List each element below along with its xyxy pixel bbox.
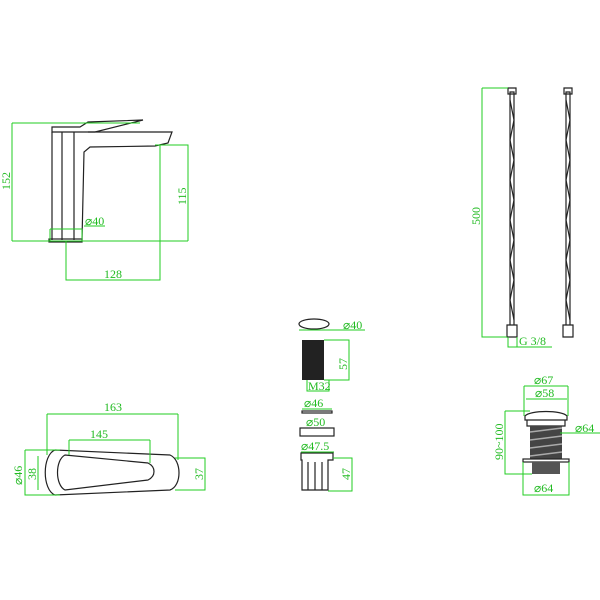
dim-base-diameter: ⌀40 bbox=[85, 214, 104, 228]
dim-nut-height: 47 bbox=[339, 468, 353, 480]
pop-up-waste: ⌀67 ⌀58 ⌀64 90~100 ⌀64 bbox=[492, 373, 600, 496]
dim-washer-top: ⌀40 bbox=[343, 318, 362, 332]
dim-body-diameter: ⌀64 bbox=[575, 421, 594, 435]
dim-cap-inner: ⌀58 bbox=[535, 386, 554, 400]
mounting-kit: ⌀40 57 M32 ⌀46 ⌀50 ⌀47.5 47 bbox=[298, 318, 365, 492]
dim-hose-length: 500 bbox=[469, 207, 483, 225]
dim-nut-diameter: ⌀47.5 bbox=[301, 439, 329, 453]
dim-washer-1: ⌀46 bbox=[304, 396, 323, 410]
dim-width-2: 37 bbox=[192, 468, 206, 480]
dim-waste-height: 90~100 bbox=[492, 424, 506, 461]
dim-washer-2: ⌀50 bbox=[306, 415, 325, 429]
dim-height-total: 152 bbox=[0, 172, 13, 190]
faucet-side-view: 152 115 ⌀40 128 bbox=[0, 119, 189, 281]
faucet-top-view: 163 145 ⌀46 38 37 bbox=[11, 400, 206, 496]
dim-spout-height: 115 bbox=[175, 187, 189, 205]
flexible-hoses: 500 G 3/8 bbox=[469, 87, 574, 348]
dim-base-diameter: ⌀46 bbox=[11, 466, 25, 485]
dim-rod-thread: M32 bbox=[308, 379, 331, 393]
dim-hose-thread: G 3/8 bbox=[519, 334, 546, 348]
dim-width-1: 38 bbox=[25, 468, 39, 480]
dim-handle-length: 145 bbox=[90, 427, 108, 441]
dim-flange-diameter: ⌀64 bbox=[534, 481, 553, 495]
dim-rod-length: 57 bbox=[336, 358, 350, 370]
dim-length-total: 163 bbox=[104, 400, 122, 414]
threaded-rod bbox=[302, 340, 324, 380]
dim-spout-reach: 128 bbox=[104, 267, 122, 281]
dim-cap-diameter: ⌀67 bbox=[534, 373, 553, 387]
